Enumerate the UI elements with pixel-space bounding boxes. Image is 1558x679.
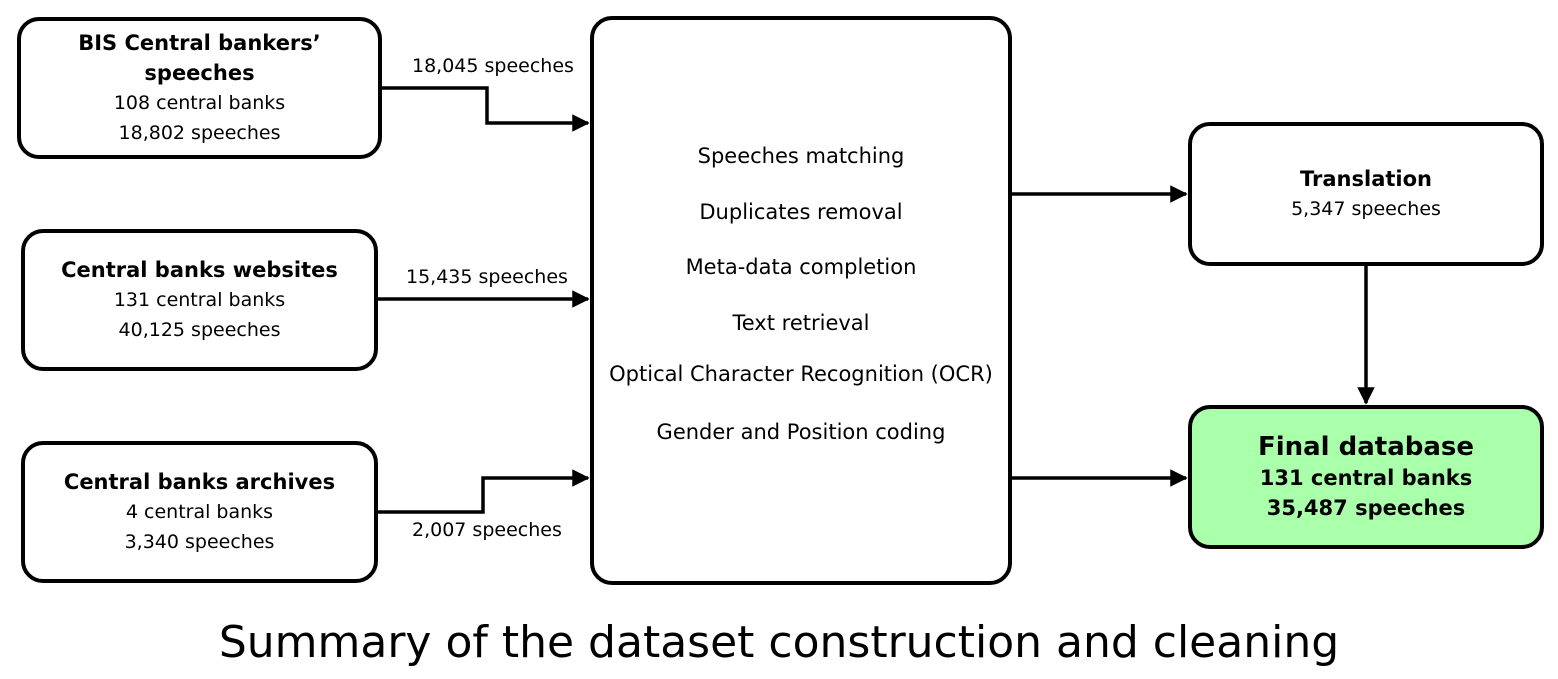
final-database-box: Final database 131 central banks 35,487 …	[1188, 405, 1544, 549]
step-text-retrieval: Text retrieval	[732, 311, 870, 335]
processing-steps: Speeches matching Duplicates removal Met…	[594, 18, 1008, 583]
source-archives-banks: 4 central banks	[125, 501, 274, 523]
source-websites-banks: 131 central banks	[113, 289, 286, 311]
arrow-bis-to-process	[380, 86, 590, 132]
translation-speeches: 5,347 speeches	[1291, 198, 1441, 220]
source-websites-title: Central banks websites	[61, 258, 338, 282]
source-archives-box: Central banks archives 4 central banks 3…	[21, 441, 378, 583]
source-archives-speeches: 3,340 speeches	[124, 531, 275, 553]
step-speeches-matching: Speeches matching	[697, 144, 905, 168]
final-database-title: Final database	[1257, 432, 1475, 462]
source-archives-title: Central banks archives	[63, 470, 336, 494]
step-meta-data-completion: Meta-data completion	[685, 255, 917, 279]
step-ocr: Optical Character Recognition (OCR)	[609, 362, 993, 386]
edge-label-bis: 18,045 speeches	[412, 55, 574, 77]
source-websites-speeches: 40,125 speeches	[118, 319, 281, 341]
source-bis-banks: 108 central banks	[113, 92, 286, 114]
source-bis-box: BIS Central bankers’ speeches 108 centra…	[17, 17, 382, 159]
processing-box	[590, 16, 1012, 585]
source-bis-speeches: 18,802 speeches	[118, 122, 281, 144]
diagram-caption: Summary of the dataset construction and …	[218, 617, 1340, 668]
final-database-banks: 131 central banks	[1259, 466, 1473, 490]
step-gender-position-coding: Gender and Position coding	[656, 420, 946, 444]
edge-label-archives: 2,007 speeches	[412, 519, 562, 541]
translation-title: Translation	[1300, 167, 1432, 191]
step-duplicates-removal: Duplicates removal	[699, 200, 903, 224]
final-database-speeches: 35,487 speeches	[1266, 496, 1466, 520]
edge-label-websites: 15,435 speeches	[406, 266, 568, 288]
translation-box: Translation 5,347 speeches	[1188, 122, 1544, 266]
arrow-archives-to-process	[376, 469, 590, 514]
source-websites-box: Central banks websites 131 central banks…	[21, 229, 378, 371]
source-bis-title: BIS Central bankers’ speeches	[78, 31, 321, 85]
